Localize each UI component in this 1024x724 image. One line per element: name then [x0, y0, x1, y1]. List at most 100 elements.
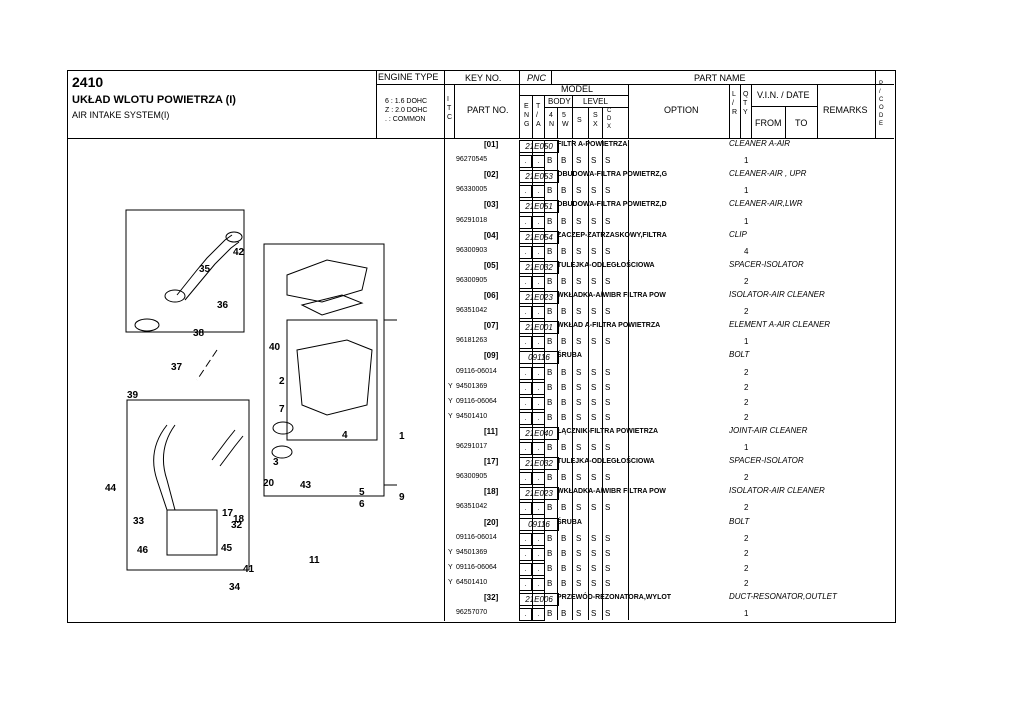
part-pnc: 21E023 — [519, 291, 559, 304]
row-level-cdx: S — [605, 578, 611, 588]
row-qty: 2 — [744, 578, 749, 588]
row-level-sx: S — [591, 548, 597, 558]
part-name-en: JOINT-AIR CLEANER — [729, 425, 808, 435]
row-level-cdx: S — [605, 307, 611, 317]
part-name-en: ISOLATOR-AIR CLEANER — [729, 486, 825, 496]
part-name-en: SPACER-ISOLATOR — [729, 259, 804, 269]
catalog-page: 2410 UKŁAD WLOTU POWIETRZA (I) AIR INTAK… — [67, 70, 896, 623]
row-part-no: 96300905 — [456, 473, 488, 481]
part-pnc: 21E053 — [519, 170, 559, 184]
part-name-pl: ŚRUBA — [557, 518, 582, 526]
row-eng: . — [519, 442, 532, 455]
row-body-4n: B — [547, 563, 553, 573]
row-eng: . — [519, 396, 532, 410]
row-level-s: S — [576, 533, 582, 543]
row-qty: 2 — [744, 382, 749, 392]
row-part-no: 94501369 — [456, 548, 488, 556]
part-key: [09] — [484, 351, 499, 361]
row-level-sx: S — [591, 216, 597, 226]
row-level-sx: S — [591, 397, 597, 407]
col-level: LEVEL — [583, 97, 608, 106]
row-level-sx: S — [591, 337, 597, 347]
row-body-4n: B — [547, 186, 553, 196]
diagram-label: 20 — [263, 478, 275, 489]
part-name-pl: FILTR A-POWIETRZA — [557, 141, 628, 148]
part-name-pl: WKŁADKA-A/WIBR FILTRA POW — [557, 488, 666, 496]
engine-line: 6 : 1.6 DOHC — [385, 98, 428, 105]
row-level-sx: S — [591, 609, 597, 619]
row-level-s: S — [576, 156, 582, 166]
row-body-5w: B — [561, 412, 567, 422]
row-body-5w: B — [561, 367, 567, 377]
diagram-label: 38 — [193, 328, 205, 339]
row-body-4n: B — [547, 473, 553, 483]
part-key: [05] — [484, 260, 499, 270]
row-level-cdx: S — [605, 382, 611, 392]
row-qty: 2 — [744, 533, 749, 543]
diagram-label: 45 — [221, 543, 233, 554]
part-key: [18] — [484, 487, 499, 497]
row-level-cdx: S — [605, 443, 611, 452]
row-body-4n: B — [547, 548, 553, 558]
row-level-s: S — [576, 337, 582, 347]
row-qty: 2 — [744, 307, 749, 317]
row-body-4n: B — [547, 367, 553, 377]
part-key: [02] — [484, 170, 499, 180]
col-vin-date: V.I.N. / DATE — [757, 90, 810, 100]
diagram-label: 4 — [342, 430, 348, 441]
row-level-sx: S — [591, 443, 597, 452]
part-key: [07] — [484, 321, 499, 331]
row-level-sx: S — [591, 533, 597, 543]
row-level-cdx: S — [605, 156, 611, 166]
part-name-en: CLEANER-AIR , UPR — [729, 169, 807, 179]
engine-line: . : COMMON — [385, 116, 426, 123]
part-pnc: 21E032 — [519, 260, 559, 274]
row-level-cdx: S — [605, 609, 611, 619]
row-level-sx: S — [591, 276, 597, 286]
part-key: [03] — [484, 200, 499, 210]
diagram-label: 3 — [273, 457, 279, 468]
diagram-label: 37 — [171, 362, 183, 373]
row-level-sx: S — [591, 156, 597, 166]
row-part-no: 96257070 — [456, 609, 488, 617]
row-body-4n: B — [547, 276, 553, 286]
row-body-4n: B — [547, 443, 553, 452]
diagram-label: 43 — [300, 480, 312, 491]
part-key: [01] — [484, 140, 499, 149]
row-body-4n: B — [547, 533, 553, 543]
row-body-5w: B — [561, 473, 567, 483]
part-name-pl: TULEJKA-ODLEGŁOŚCIOWA — [557, 261, 655, 269]
col-body: BODY — [548, 97, 571, 106]
row-level-cdx: S — [605, 563, 611, 573]
row-level-cdx: S — [605, 503, 611, 513]
col-option: OPTION — [664, 105, 699, 115]
row-qty: 2 — [744, 503, 749, 513]
col-4n: 4 N — [549, 112, 555, 128]
row-part-no: 96300903 — [456, 246, 488, 254]
row-level-sx: S — [591, 503, 597, 513]
row-part-no: 64501410 — [456, 578, 488, 586]
row-eng: . — [519, 185, 532, 199]
row-qty: 1 — [744, 337, 749, 347]
row-body-5w: B — [561, 397, 567, 407]
row-body-4n: B — [547, 337, 553, 347]
diagram-label: 46 — [137, 545, 149, 556]
part-pnc: 21E051 — [519, 200, 559, 214]
diagram-label: 41 — [243, 564, 255, 575]
row-body-4n: B — [547, 246, 553, 256]
col-key-no: KEY NO. — [465, 73, 502, 83]
row-level-cdx: S — [605, 337, 611, 347]
row-level-cdx: S — [605, 246, 611, 256]
row-body-4n: B — [547, 156, 553, 166]
row-body-5w: B — [561, 533, 567, 543]
part-name-en: BOLT — [729, 516, 750, 526]
row-qty: 2 — [744, 397, 749, 407]
part-pnc: 21E050 — [519, 140, 559, 153]
part-pnc: 21E023 — [519, 487, 559, 501]
row-eng: . — [519, 245, 532, 259]
col-cdx: C D X — [607, 108, 612, 130]
row-eng: . — [519, 502, 532, 516]
row-level-cdx: S — [605, 276, 611, 286]
row-body-4n: B — [547, 503, 553, 513]
row-level-sx: S — [591, 382, 597, 392]
